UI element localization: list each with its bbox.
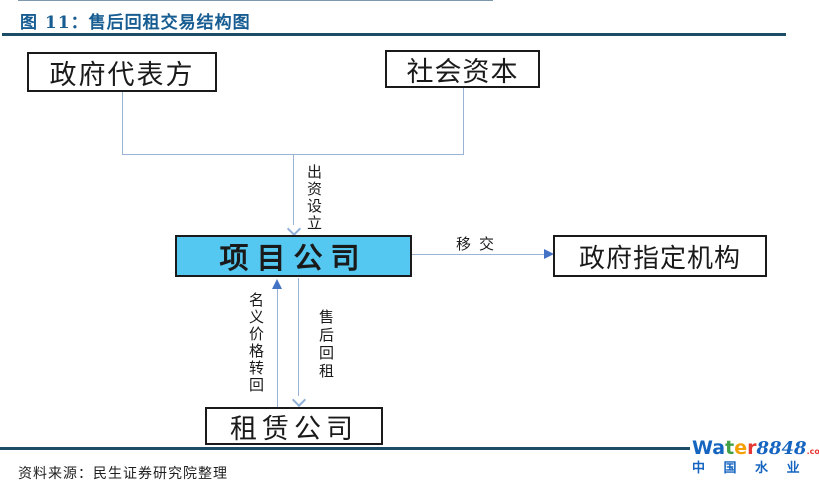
arrow-invest-line [293, 154, 294, 225]
watermark-letter: t [725, 437, 735, 459]
arrow-invest-head-down-icon [286, 221, 302, 237]
watermark-number: 8848 [756, 438, 807, 459]
figure-title: 图 11：售后回租交易结构图 [20, 13, 251, 33]
watermark-letter: e [734, 437, 748, 459]
arrow-leaseback-line [298, 278, 299, 396]
watermark-site-name: 中 国 水 业 网 [692, 461, 819, 476]
edge-label-transfer: 移交 [456, 235, 503, 253]
arrow-transfer-head-right-icon [544, 249, 554, 259]
node-social-capital: 社会资本 [385, 50, 540, 88]
watermark-tld: .com [806, 447, 819, 456]
water8848-watermark-logo: Water8848.com 中 国 水 业 网 [690, 437, 819, 481]
source-note: 资料来源：民生证券研究院整理 [18, 466, 228, 482]
watermark-brand-row: Water8848.com [692, 439, 819, 458]
connector-social-down [463, 88, 464, 154]
watermark-letter: a [712, 437, 726, 459]
watermark-letter: r [747, 437, 757, 459]
top-rule [18, 0, 493, 1]
title-underline-rule [2, 33, 786, 36]
watermark-letter: W [692, 437, 713, 459]
connector-govrep-down [122, 92, 123, 154]
edge-label-nominal-price-return: 名义价格转回 [247, 292, 265, 394]
node-project-company: 项目公司 [175, 235, 412, 277]
arrow-nominal-return-line [277, 288, 278, 407]
arrow-transfer-line [412, 254, 545, 255]
bottom-rule [0, 447, 819, 450]
arrow-nominal-return-head-up-icon [272, 279, 282, 289]
arrow-leaseback-head-down-icon [291, 392, 307, 408]
edge-label-sale-leaseback: 售后回租 [317, 309, 335, 381]
node-government-designated-agency: 政府指定机构 [553, 235, 767, 277]
edge-label-invest: 出资设立 [305, 164, 323, 232]
node-leasing-company: 租赁公司 [205, 407, 383, 445]
node-government-representative: 政府代表方 [27, 52, 217, 92]
